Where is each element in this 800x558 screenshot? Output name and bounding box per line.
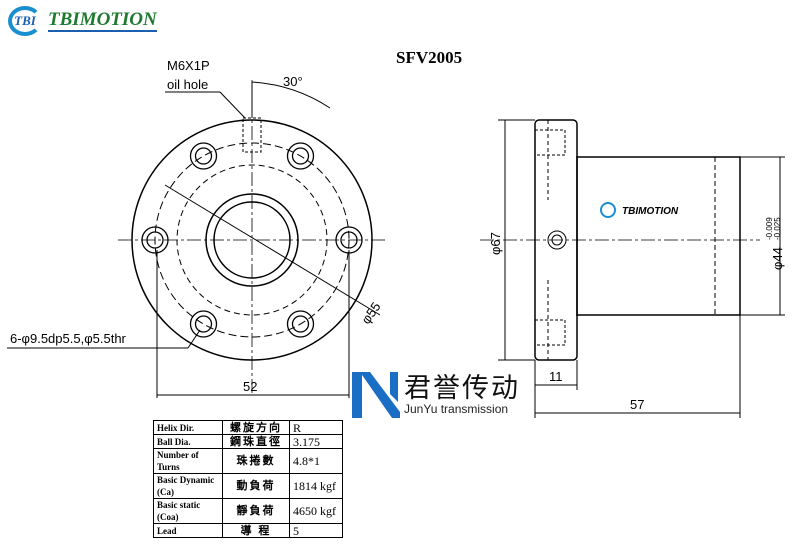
- mounting-hole: [189, 142, 218, 170]
- mounting-hole: [340, 231, 358, 249]
- spec-cell-en: Number of Turns: [153, 448, 223, 474]
- junyu-logo-icon: [352, 372, 400, 418]
- mounting-hole: [194, 315, 213, 333]
- flange-width-label: 52: [243, 379, 257, 394]
- tbi-logo-mark: TBI: [8, 6, 42, 36]
- drawing-title: SFV2005: [396, 48, 463, 67]
- junyu-name-en: JunYu transmission: [404, 402, 509, 416]
- body-tol-upper: -0.009: [765, 217, 774, 240]
- length-label: 57: [630, 397, 644, 412]
- spec-cell-value: 4.8*1: [289, 448, 343, 474]
- mounting-hole: [286, 142, 315, 170]
- mounting-hole: [189, 310, 218, 338]
- spec-cell-zh: 導 程: [222, 523, 290, 538]
- oil-hole-thread-label: M6X1P: [167, 58, 210, 73]
- body-dia-label: φ44: [770, 247, 785, 270]
- pcd-label: φ55: [358, 299, 383, 326]
- holes-label: 6-φ9.5dp5.5,φ5.5thr: [10, 331, 127, 346]
- spec-cell-value: 4650 kgf: [289, 498, 343, 524]
- tbi-logo: TBI TBIMOTION: [8, 6, 157, 36]
- mounting-hole: [194, 147, 213, 165]
- front-view: [7, 80, 388, 398]
- mounting-hole: [141, 226, 169, 254]
- spec-cell-value: 3.175: [289, 434, 343, 449]
- junyu-name-zh: 君誉传动: [404, 373, 520, 403]
- junyu-watermark: 君誉传动 JunYu transmission: [352, 372, 520, 418]
- body-tol-lower: -0.025: [773, 217, 782, 240]
- mounting-hole: [291, 315, 310, 333]
- spec-cell-en: Lead: [153, 523, 223, 538]
- spec-cell-value: 1814 kgf: [289, 473, 343, 499]
- mounting-hole: [286, 310, 315, 338]
- tbi-logo-name: TBIMOTION: [48, 9, 157, 32]
- flange-dia-label: φ67: [488, 232, 503, 255]
- spec-cell-zh: 靜負荷: [222, 498, 290, 524]
- mounting-hole: [291, 147, 310, 165]
- spec-cell-en: Basic static (Coa): [153, 498, 223, 524]
- flange-thickness-label: 11: [549, 369, 563, 384]
- mounting-hole: [146, 231, 164, 249]
- spec-cell-zh: 珠捲數: [222, 448, 290, 474]
- side-logo: TBIMOTION: [622, 206, 679, 217]
- spec-cell-value: R: [289, 420, 343, 435]
- side-view: [480, 119, 785, 418]
- spec-cell-zh: 螺旋方向: [222, 420, 290, 435]
- oil-hole-label: oil hole: [167, 77, 208, 92]
- angle-label: 30°: [283, 74, 303, 89]
- spec-cell-en: Helix Dir.: [153, 420, 223, 435]
- spec-cell-zh: 鋼珠直徑: [222, 434, 290, 449]
- spec-cell-en: Ball Dia.: [153, 434, 223, 449]
- spec-cell-value: 5: [289, 523, 343, 538]
- spec-cell-zh: 動負荷: [222, 473, 290, 499]
- spec-cell-en: Basic Dynamic (Ca): [153, 473, 223, 499]
